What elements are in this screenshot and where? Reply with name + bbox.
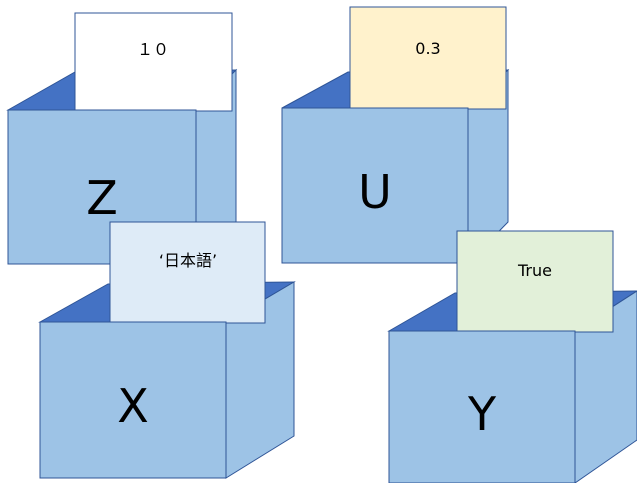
card-y xyxy=(456,230,614,333)
box-x-front xyxy=(39,321,227,479)
box-x: ‘日本語’ X xyxy=(38,221,296,479)
box-u: 0.3 U xyxy=(281,6,510,265)
box-z-label: Z xyxy=(86,171,118,225)
box-z: １０ Z xyxy=(6,12,238,266)
box-y: True Y xyxy=(387,230,637,483)
card-y-value: True xyxy=(517,261,552,280)
box-u-label: U xyxy=(358,165,392,219)
card-x xyxy=(109,221,266,324)
card-z-value: １０ xyxy=(137,40,169,59)
card-u-value: 0.3 xyxy=(415,39,440,58)
box-x-label: X xyxy=(117,379,149,433)
box-y-front xyxy=(388,330,576,483)
box-y-label: Y xyxy=(467,387,497,441)
card-z xyxy=(74,12,233,112)
box-u-front xyxy=(281,107,469,264)
card-x-value: ‘日本語’ xyxy=(159,251,217,270)
card-u xyxy=(349,6,507,110)
